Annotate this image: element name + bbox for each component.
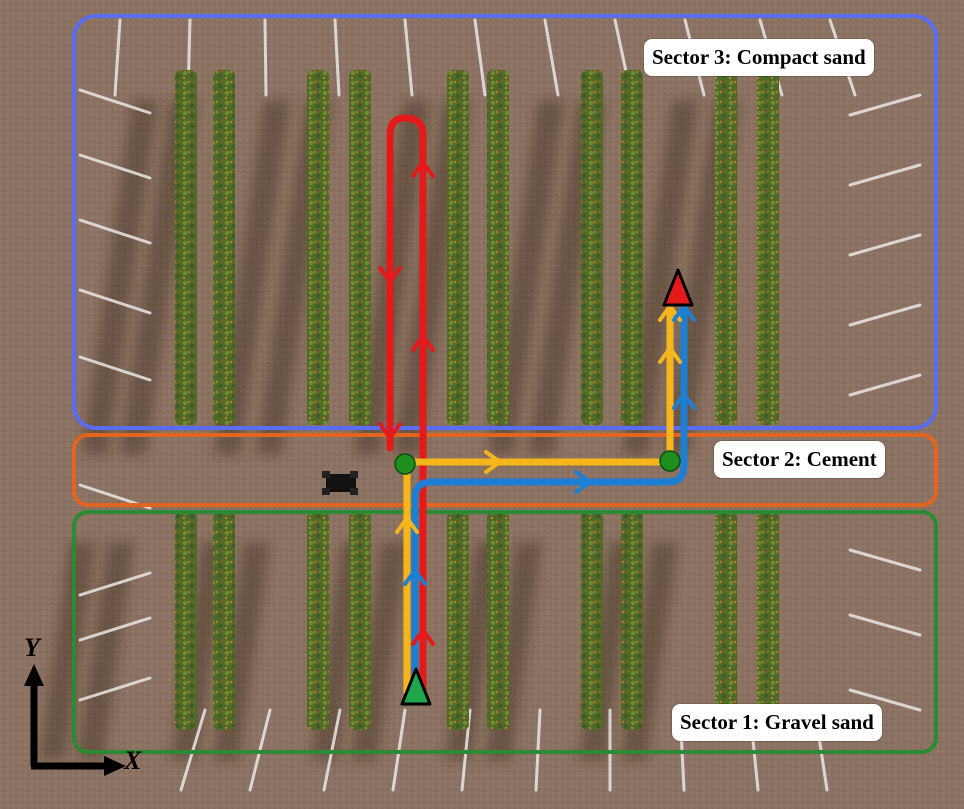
crop-row (307, 70, 329, 425)
crop-row (487, 70, 509, 425)
crop-row (175, 70, 197, 425)
x-axis-label: X (124, 746, 142, 775)
goal-marker (662, 268, 694, 307)
field-pole (78, 355, 152, 382)
y-axis-label: Y (24, 633, 40, 662)
crop-row (447, 70, 469, 425)
field-pole (473, 18, 487, 97)
crop-row (213, 512, 235, 730)
sector-1-boundary (72, 510, 938, 754)
field-pole (78, 676, 152, 702)
sector-3-label: Sector 3: Compact sand (644, 39, 874, 76)
field-pole (543, 18, 560, 97)
crop-row (349, 70, 371, 425)
crop-row (447, 512, 469, 730)
y-axis-arrowhead (24, 664, 44, 686)
field-pole (848, 548, 922, 572)
crop-rows (175, 70, 779, 730)
field-pole (403, 18, 414, 97)
field-pole (848, 163, 922, 187)
field-pole (848, 93, 922, 117)
robot (322, 471, 358, 495)
field-pole (848, 303, 922, 327)
blue-direction-arrows (403, 304, 696, 586)
waypoint-marker (394, 453, 416, 475)
sector-2-boundary (72, 433, 938, 507)
field-pole (78, 88, 152, 115)
field-pole (848, 613, 922, 637)
field-pole (263, 18, 268, 97)
crop-row (581, 512, 603, 730)
crop-row (757, 70, 779, 425)
red-direction-arrows (378, 160, 435, 646)
field-pole (78, 288, 152, 315)
field-pole (333, 18, 341, 97)
crop-row (213, 70, 235, 425)
axis-indicator (24, 664, 126, 776)
field-pole (78, 571, 152, 597)
field-pole (848, 373, 922, 397)
crop-row (715, 70, 737, 425)
crop-row (621, 70, 643, 425)
start-marker (400, 667, 432, 706)
crop-row (621, 512, 643, 730)
crop-row (175, 512, 197, 730)
field-pole (848, 688, 922, 712)
field-pole (113, 18, 122, 97)
crop-row (581, 70, 603, 425)
crop-row (487, 512, 509, 730)
x-axis-arrowhead (104, 756, 126, 776)
crop-row (349, 512, 371, 730)
sector-3-boundary (72, 14, 938, 430)
field-pole (848, 233, 922, 257)
field-pole (78, 153, 152, 180)
field-pole (78, 218, 152, 245)
path-red (386, 114, 427, 694)
path-blue (411, 304, 688, 696)
field-pole (78, 616, 152, 642)
crop-row (307, 512, 329, 730)
path-yellow (403, 304, 674, 696)
sector-2-label: Sector 2: Cement (714, 441, 885, 478)
crop-row (715, 512, 737, 730)
crop-row (757, 512, 779, 730)
waypoint-marker (659, 450, 681, 472)
sector-1-label: Sector 1: Gravel sand (672, 704, 882, 741)
